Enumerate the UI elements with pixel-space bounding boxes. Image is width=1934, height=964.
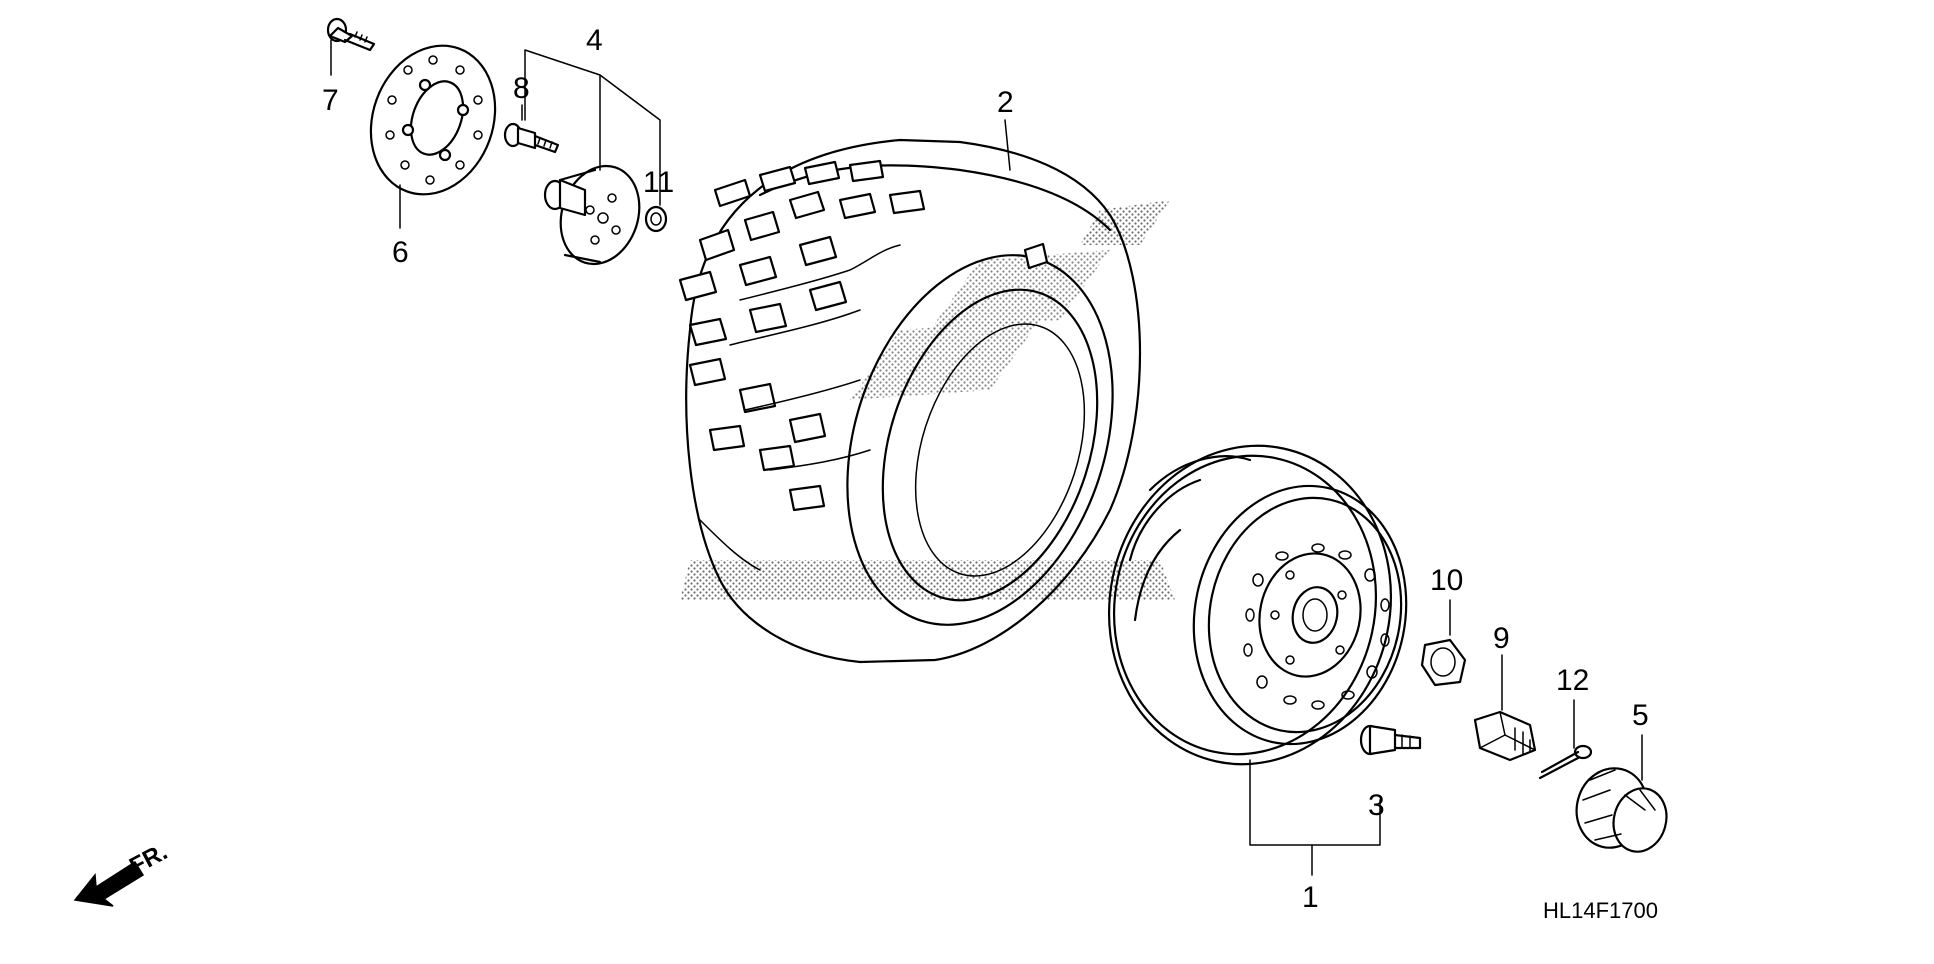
tire [678, 138, 1142, 664]
callout-5: 5 [1632, 699, 1649, 732]
leader-lines [330, 39, 1643, 876]
callout-12: 12 [1556, 664, 1589, 697]
callout-2: 2 [997, 86, 1014, 119]
drawing-code: HL14F1700 [1543, 898, 1658, 923]
cotter-pin [1538, 744, 1593, 780]
wheel-center [1243, 543, 1390, 710]
flange-bolt [326, 17, 376, 52]
callout-10: 10 [1430, 564, 1463, 597]
tire-tread-lugs [678, 159, 1049, 512]
valve [1359, 724, 1422, 756]
front-arrow-icon [73, 860, 145, 907]
lug-nut [1420, 638, 1467, 687]
front-direction-indicator: FR. [73, 838, 172, 907]
wheel [1107, 444, 1408, 766]
brake-disc [369, 44, 497, 196]
callout-9: 9 [1493, 622, 1510, 655]
callout-11: 11 [643, 166, 674, 199]
callout-3: 3 [1368, 789, 1385, 822]
callout-8: 8 [513, 72, 530, 105]
callout-6: 6 [392, 236, 409, 269]
nut [644, 205, 668, 233]
stud-bolt [503, 122, 560, 154]
castle-nut [1473, 710, 1537, 762]
honda-watermark-logo [680, 200, 1175, 600]
callout-7: 7 [322, 84, 339, 117]
cap [1575, 767, 1668, 853]
callout-numbers: 1 2 3 4 5 6 7 8 9 10 11 12 [322, 24, 1649, 914]
hub [543, 164, 641, 266]
callout-1: 1 [1302, 881, 1319, 914]
callout-4: 4 [586, 24, 603, 57]
